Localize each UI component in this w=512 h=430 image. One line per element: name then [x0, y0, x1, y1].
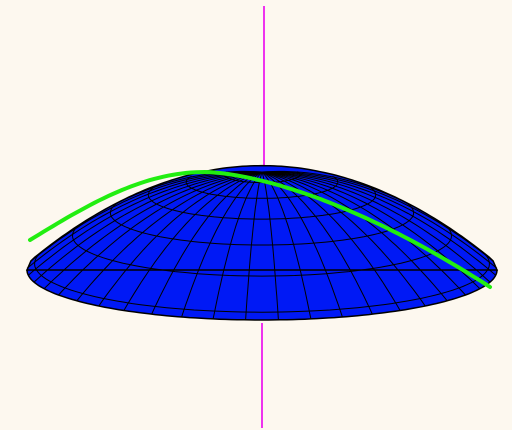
meridian-line	[245, 171, 263, 320]
parallel-line	[34, 245, 490, 313]
meridian-line	[261, 171, 491, 283]
meridian-line	[261, 171, 497, 276]
meridian-line	[76, 171, 263, 302]
meridian-line	[261, 171, 494, 262]
meridian-line	[43, 171, 263, 290]
meridian-line	[212, 171, 263, 320]
meridian-line	[151, 171, 263, 315]
highlighted-meridian-curve	[28, 169, 492, 289]
parallel-line	[185, 175, 339, 199]
parallel-lines	[34, 171, 490, 313]
cap-rim	[25, 164, 499, 321]
meridian-line	[58, 171, 263, 296]
meridian-line	[27, 171, 263, 276]
meridian-line	[262, 171, 498, 269]
parallel-line	[109, 200, 415, 246]
parallel-line	[71, 220, 453, 277]
meridian-line	[123, 171, 263, 311]
meridian-line	[261, 171, 373, 315]
meridian-line	[261, 171, 466, 296]
meridian-line	[33, 171, 263, 283]
meridian-line	[261, 171, 481, 290]
meridian-line	[181, 171, 263, 318]
parallel-line	[147, 185, 377, 220]
meridian-line	[261, 171, 401, 311]
